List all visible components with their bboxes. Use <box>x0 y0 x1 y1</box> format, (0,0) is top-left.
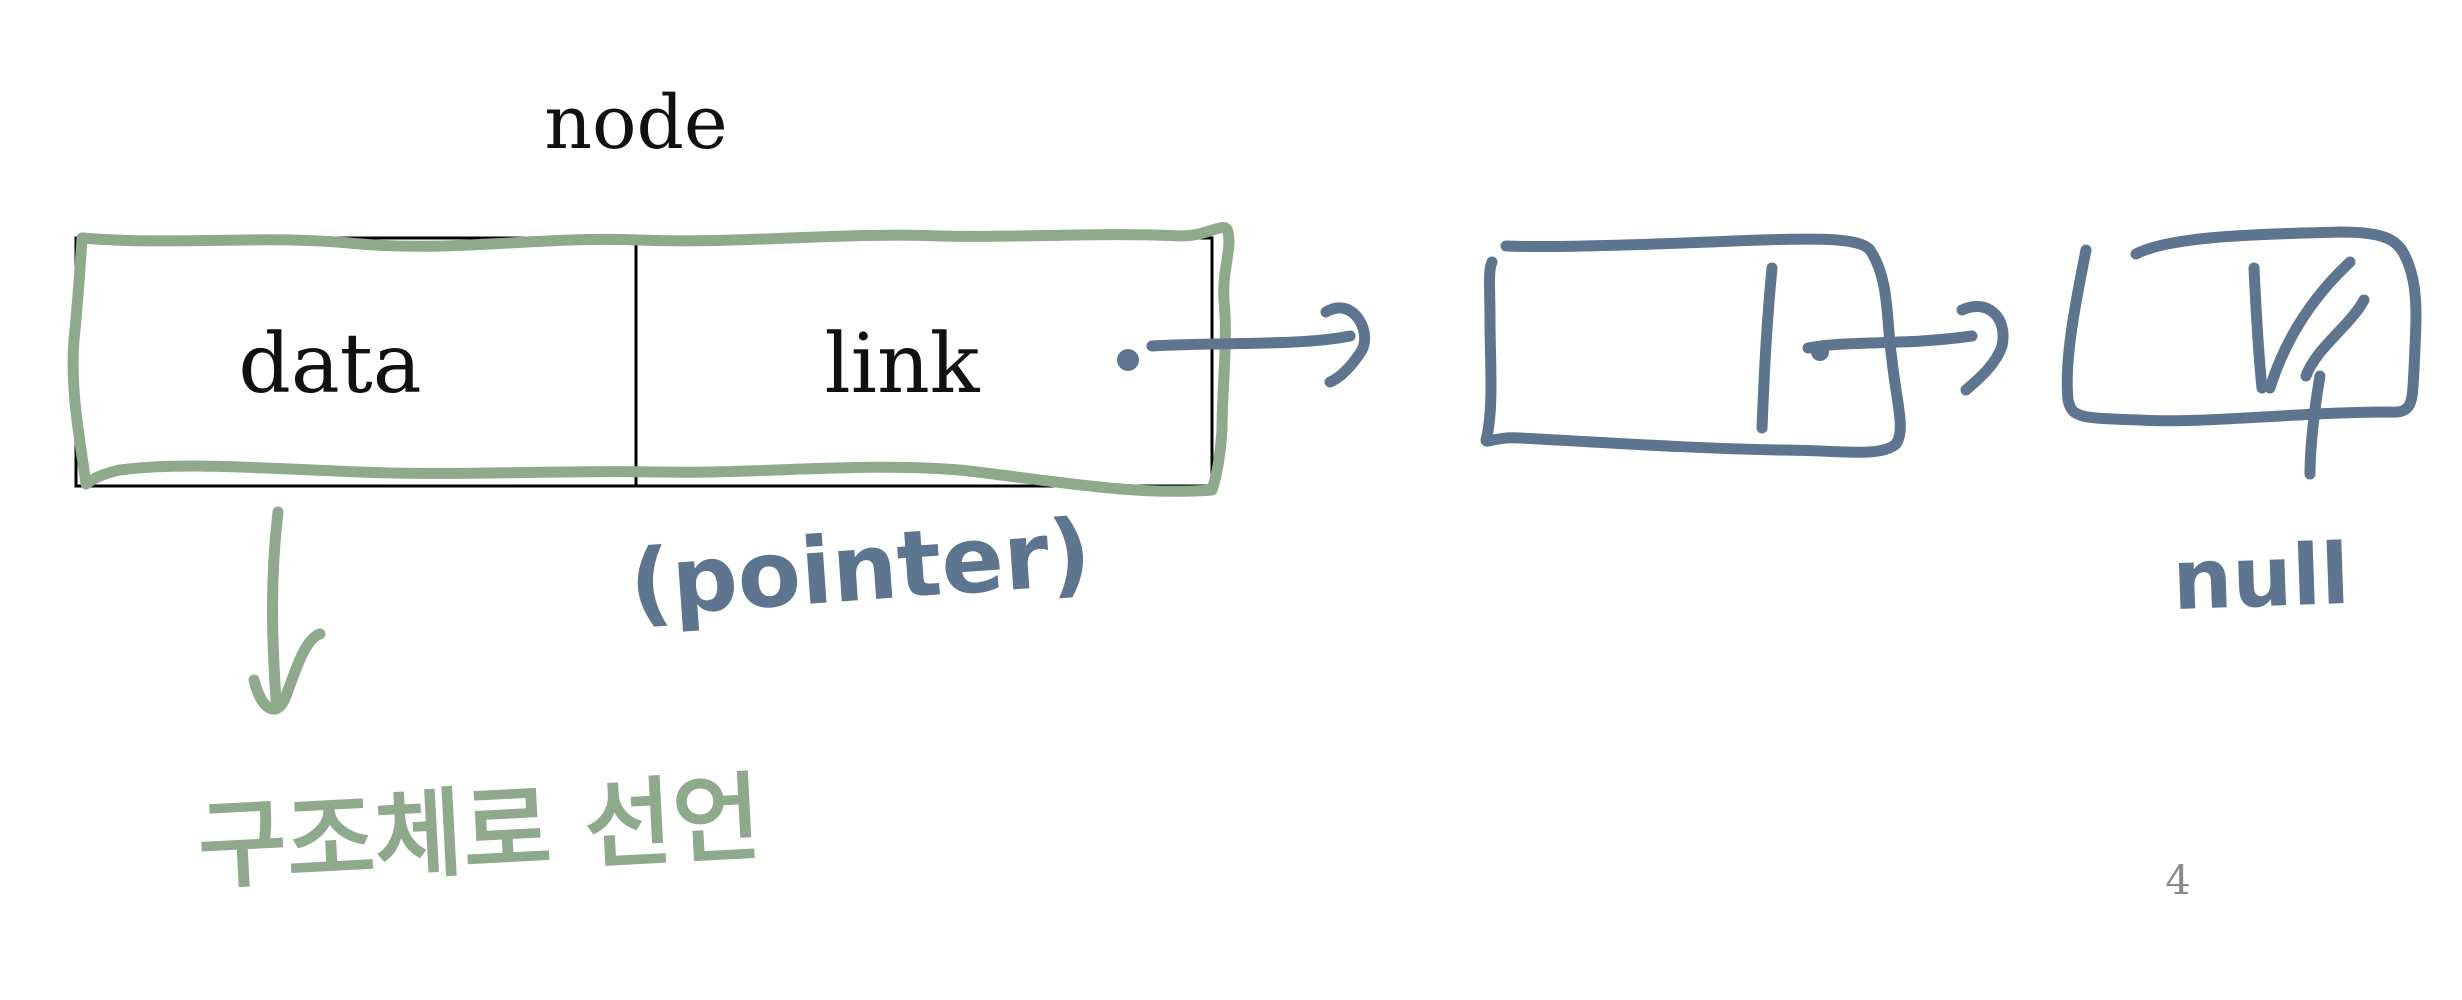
null-note: null <box>2171 525 2351 629</box>
pointer-note: (pointer) <box>626 499 1094 638</box>
struct-declaration-note: 구조체로 선언 <box>195 762 763 903</box>
data-down-arrow <box>248 506 326 715</box>
data-field-label: data <box>238 317 421 412</box>
third-node-outline <box>2061 226 2422 427</box>
third-node-divider <box>2248 262 2268 394</box>
third-node <box>2061 226 2422 480</box>
page-number: 4 <box>2165 858 2190 904</box>
second-node-divider <box>1756 262 1778 434</box>
null-slash-curve <box>2300 294 2370 382</box>
pointer-arrow <box>1146 302 1371 388</box>
green-node-outline <box>67 222 1235 497</box>
node-title: node <box>544 80 727 166</box>
link-field-label: link <box>825 317 981 412</box>
null-marker-stem <box>2304 370 2326 480</box>
null-slash <box>2264 256 2356 394</box>
pointer-dot <box>1117 349 1139 371</box>
second-node-outline <box>1480 233 1906 458</box>
second-pointer-arrow <box>1802 300 2009 396</box>
second-node <box>1480 233 1906 458</box>
